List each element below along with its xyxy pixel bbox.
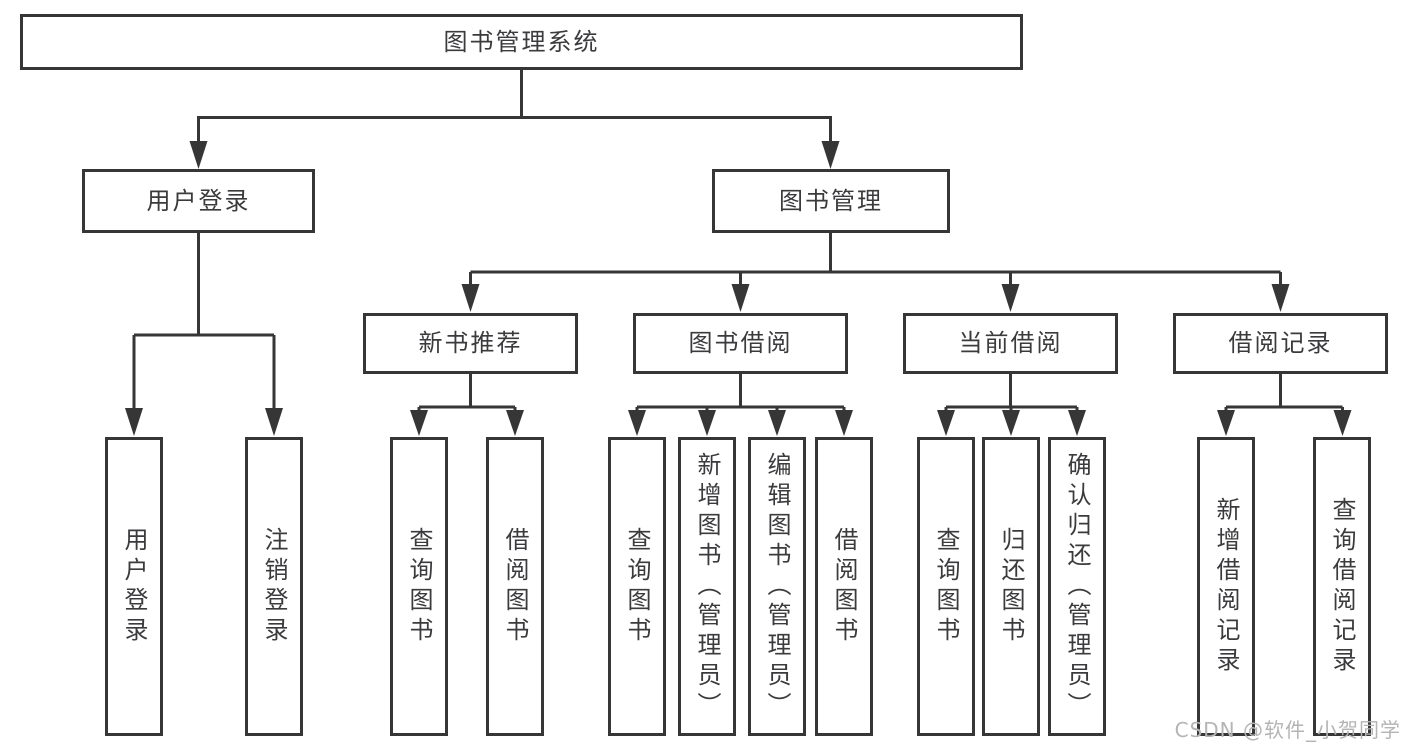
- node-root-system: 图书管理系统: [20, 14, 1023, 70]
- leaf-user-login: 用户登录: [105, 437, 163, 736]
- node-book-management: 图书管理: [712, 169, 950, 233]
- node-label: 新书推荐: [418, 329, 523, 358]
- leaf-confirm-return-admin: 确认归还（管理员）: [1048, 437, 1106, 736]
- node-label: 注销登录: [260, 526, 288, 647]
- leaf-query-borrow-record: 查询借阅记录: [1313, 437, 1371, 736]
- leaf-borrow-books-recommend: 借阅图书: [486, 437, 544, 736]
- arrow-down-icon: [125, 408, 143, 436]
- connector-new-book-children: [410, 372, 524, 436]
- arrow-down-icon: [1271, 284, 1290, 312]
- arrow-down-icon: [937, 410, 955, 436]
- leaf-query-books-current: 查询图书: [917, 437, 975, 736]
- node-label: 查询图书: [932, 526, 960, 647]
- arrow-down-icon: [1001, 284, 1020, 312]
- arrow-down-icon: [410, 410, 428, 436]
- arrow-down-icon: [1333, 410, 1352, 436]
- arrow-down-icon: [461, 284, 480, 312]
- arrow-down-icon: [1002, 410, 1020, 436]
- leaf-query-books-recommend: 查询图书: [390, 437, 448, 736]
- connector-book-borrow-children: [628, 372, 853, 436]
- arrow-down-icon: [821, 141, 840, 169]
- node-user-login: 用户登录: [82, 169, 315, 233]
- leaf-borrow-books: 借阅图书: [815, 437, 873, 736]
- leaf-edit-book-admin: 编辑图书（管理员）: [748, 437, 806, 736]
- node-label: 新增图书（管理员）: [693, 451, 721, 722]
- leaf-logout: 注销登录: [245, 437, 303, 736]
- node-label: 查询图书: [405, 526, 433, 647]
- connector-current-borrow-children: [937, 372, 1086, 436]
- node-label: 编辑图书（管理员）: [763, 451, 791, 722]
- connector-borrow-records-children: [1217, 372, 1352, 436]
- leaf-add-book-admin: 新增图书（管理员）: [678, 437, 736, 736]
- node-current-borrow: 当前借阅: [903, 313, 1118, 374]
- leaf-add-borrow-record: 新增借阅记录: [1197, 437, 1255, 736]
- node-label: 借阅图书: [830, 526, 858, 647]
- node-label: 查询图书: [623, 526, 651, 647]
- arrow-down-icon: [835, 410, 853, 436]
- watermark-text: CSDN @软件_小贺同学: [1174, 718, 1401, 742]
- node-new-book-recommend: 新书推荐: [363, 313, 578, 374]
- node-label: 图书管理系统: [443, 27, 600, 56]
- node-label: 借阅图书: [501, 526, 529, 647]
- arrow-down-icon: [506, 410, 524, 436]
- connector-user-login-children: [125, 231, 283, 436]
- node-label: 当前借阅: [958, 329, 1063, 358]
- node-label: 借阅记录: [1228, 329, 1333, 358]
- node-borrow-records: 借阅记录: [1173, 313, 1388, 374]
- arrow-down-icon: [1068, 410, 1086, 436]
- arrow-down-icon: [768, 410, 786, 436]
- arrow-down-icon: [265, 408, 283, 436]
- node-label: 查询借阅记录: [1328, 496, 1356, 677]
- connector-root-to-level2: [189, 68, 840, 169]
- node-label: 确认归还（管理员）: [1063, 451, 1091, 722]
- node-label: 用户登录: [120, 526, 148, 647]
- arrow-down-icon: [698, 410, 716, 436]
- node-label: 图书借阅: [688, 329, 793, 358]
- connector-book-management-children: [461, 231, 1290, 312]
- leaf-return-book: 归还图书: [982, 437, 1040, 736]
- arrow-down-icon: [731, 284, 750, 312]
- arrow-down-icon: [189, 141, 208, 169]
- arrow-down-icon: [628, 410, 646, 436]
- leaf-query-books-borrow: 查询图书: [608, 437, 666, 736]
- node-label: 新增借阅记录: [1212, 496, 1240, 677]
- node-label: 归还图书: [997, 526, 1025, 647]
- node-book-borrow: 图书借阅: [633, 313, 848, 374]
- node-label: 用户登录: [146, 186, 251, 215]
- node-label: 图书管理: [779, 186, 883, 215]
- arrow-down-icon: [1217, 410, 1235, 436]
